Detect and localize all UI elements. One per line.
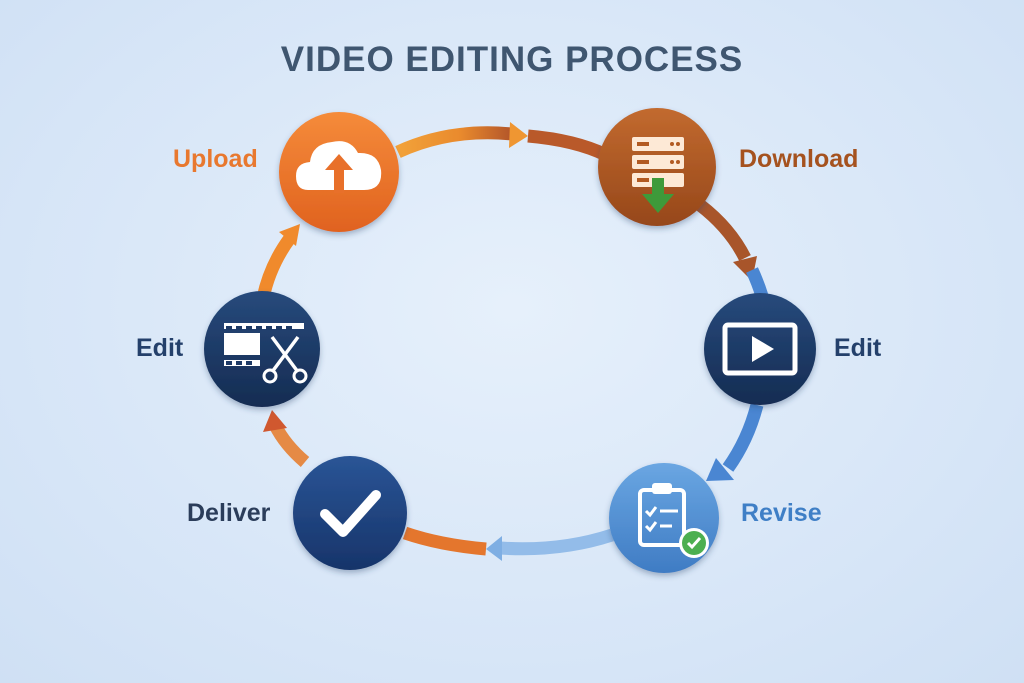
node-edit-left [204, 291, 320, 407]
film-scissors-icon [224, 323, 308, 384]
arrowhead-deliver-to-edit [263, 410, 287, 432]
node-download [598, 108, 716, 226]
arrow-revise-to-deliver [499, 528, 615, 556]
node-deliver [293, 456, 407, 570]
diagram-title: VIDEO EDITING PROCESS [280, 40, 744, 79]
arrow-deliver-to-edit [269, 421, 310, 467]
checkmark-icon [320, 490, 381, 537]
arrow-right-continue [746, 267, 769, 298]
label-edit-left: Edit [136, 334, 184, 362]
arrowhead-upload-to-download [509, 122, 528, 148]
label-deliver: Deliver [187, 499, 271, 527]
node-upload [279, 112, 399, 232]
arrow-bottom-continue [402, 526, 487, 556]
label-upload: Upload [173, 145, 258, 173]
node-edit-right [704, 293, 816, 405]
arrowhead-edit-to-revise [706, 458, 734, 481]
label-download: Download [739, 145, 859, 173]
cloud-upload-icon [296, 141, 382, 193]
clipboard-check-icon [638, 483, 709, 558]
arrowhead-edit-to-upload [279, 224, 300, 246]
label-revise: Revise [741, 499, 822, 527]
arrow-edit-to-upload [256, 234, 296, 300]
arrow-upload-to-download [395, 126, 513, 158]
arrow-download-to-edit [695, 199, 751, 262]
arrow-edit-to-revise [722, 403, 764, 472]
label-edit-right: Edit [834, 334, 882, 362]
server-download-icon [632, 137, 684, 213]
arrowhead-revise-to-deliver [486, 536, 502, 561]
node-revise [609, 463, 719, 573]
arrow-top-continue [527, 129, 609, 161]
video-play-icon [722, 322, 798, 376]
